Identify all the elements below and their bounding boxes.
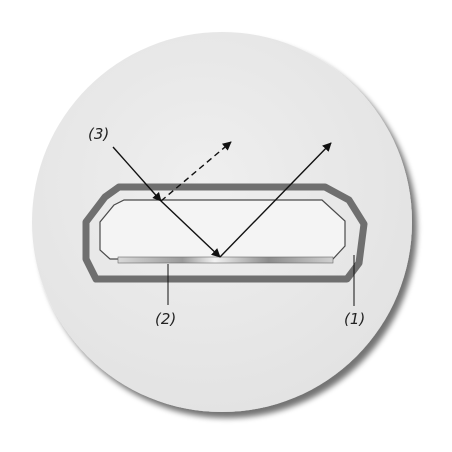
incident-ray (112, 146, 162, 202)
refracted-ray (160, 200, 221, 258)
label-reflector: (1) (344, 310, 365, 328)
sensor-strip (117, 256, 334, 264)
reflected-ray (219, 142, 332, 258)
label-incident-ray: (3) (88, 125, 109, 143)
reflected-ray-dashed (160, 141, 232, 202)
reflector-housing (82, 183, 368, 283)
label-sensor: (2) (155, 310, 176, 328)
glass-block (99, 199, 346, 260)
